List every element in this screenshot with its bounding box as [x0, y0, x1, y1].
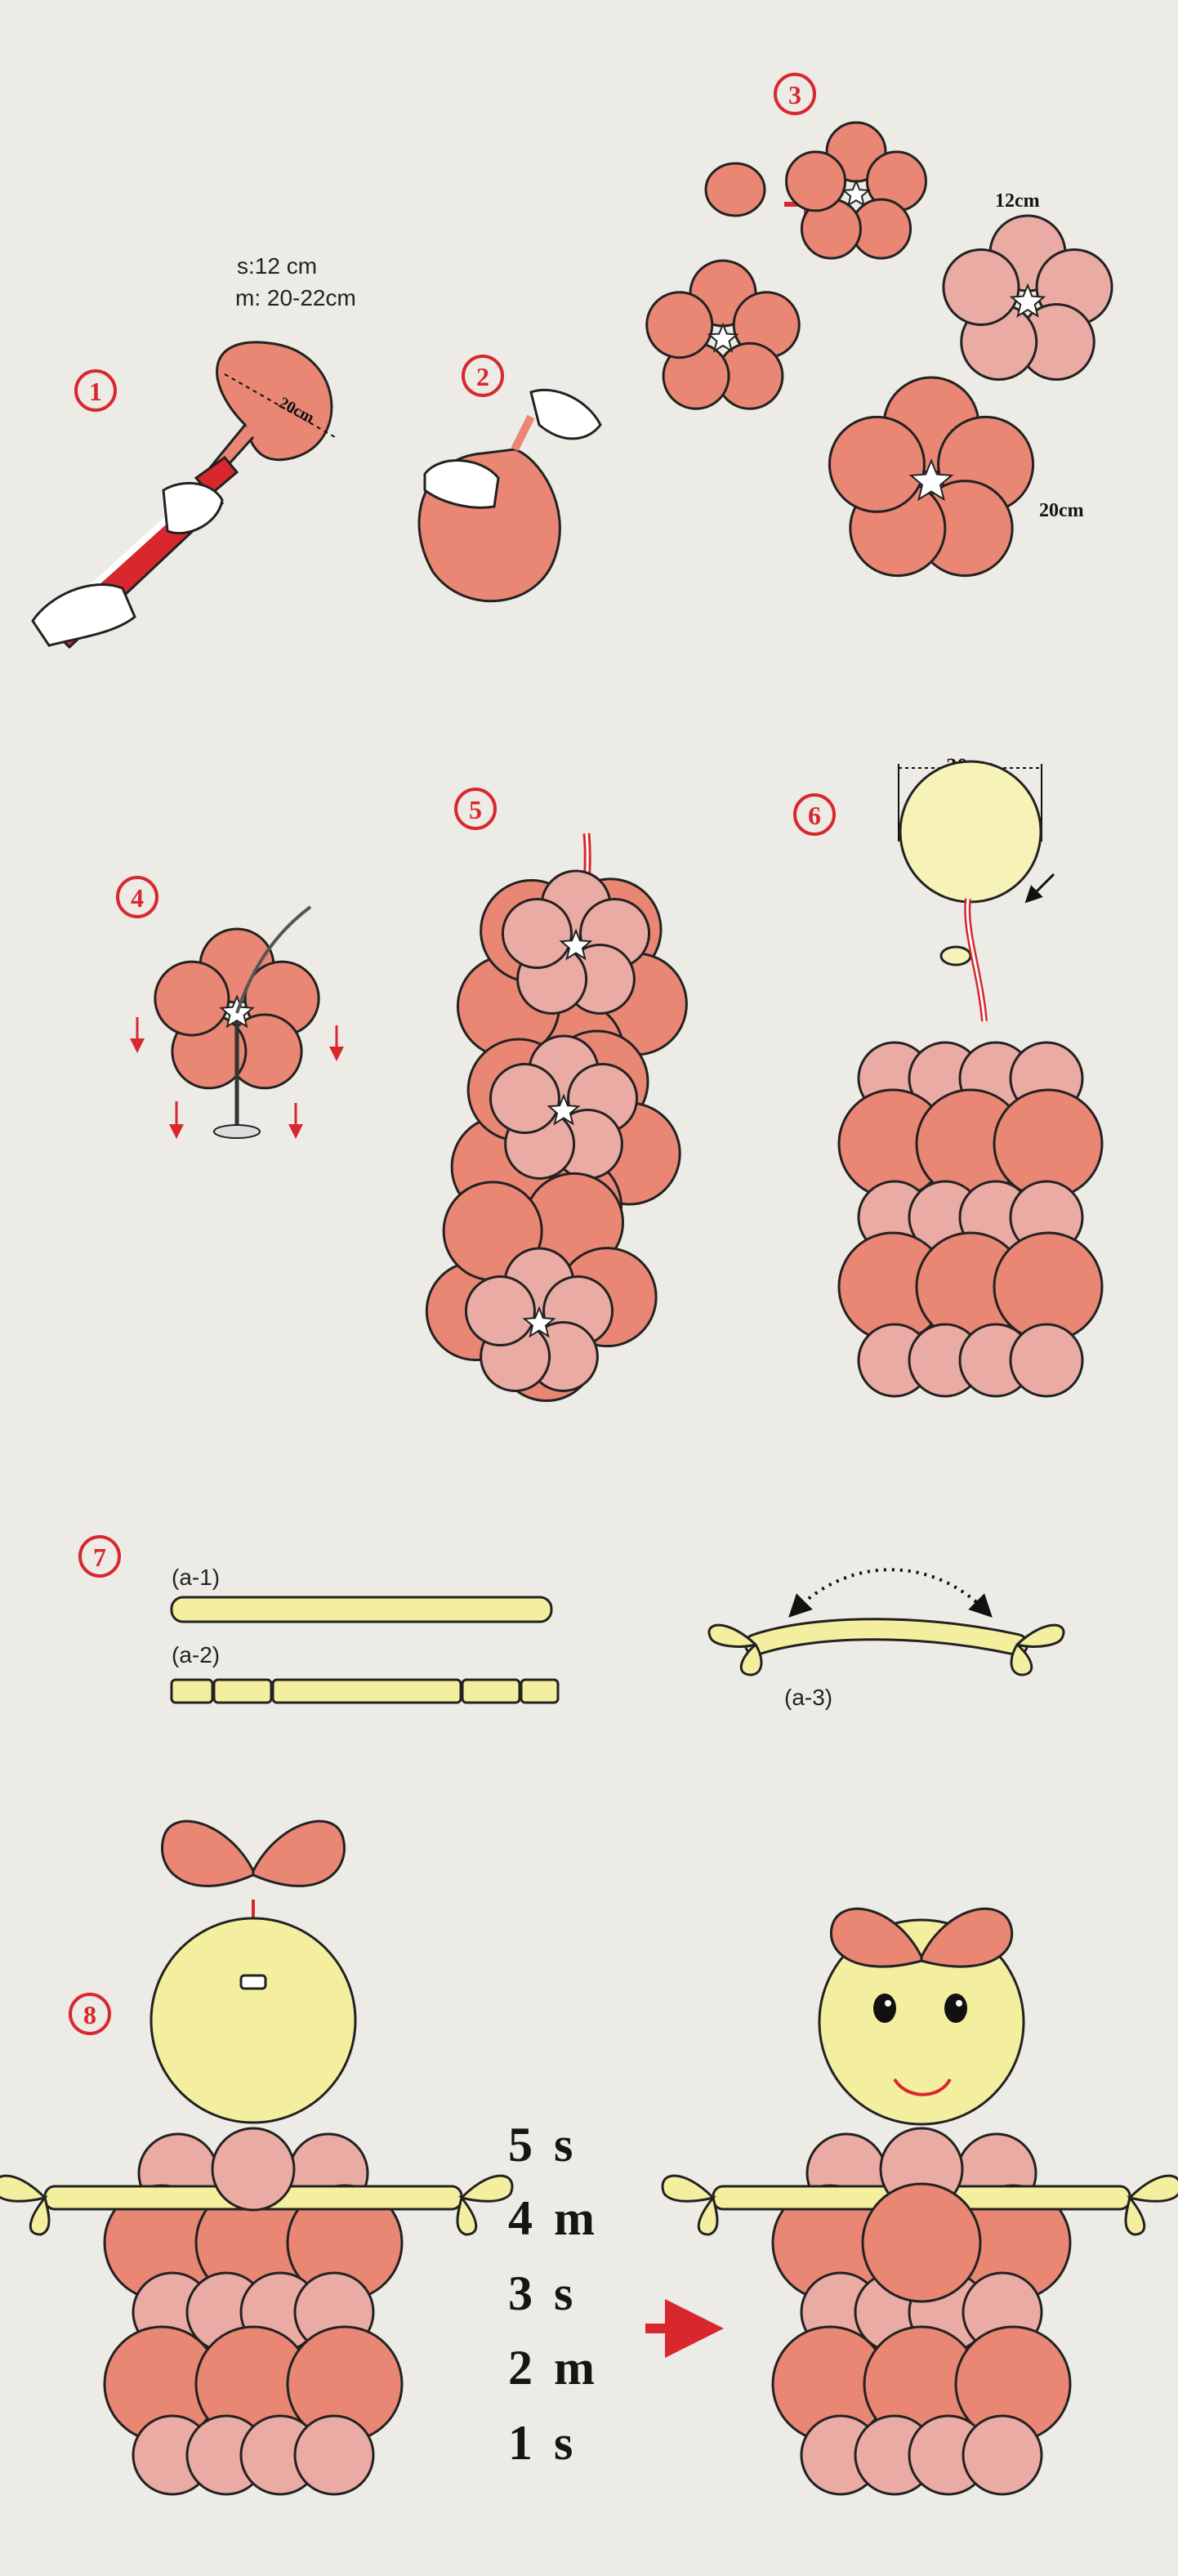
layer-5-number: 5 — [508, 2118, 533, 2172]
flower-size-label-large: 20cm — [1039, 500, 1084, 521]
petal-balloon — [785, 150, 847, 212]
head-balloon — [899, 760, 1042, 904]
label-a3: (a-3) — [784, 1685, 832, 1710]
flower-20cm — [828, 376, 1035, 578]
step-2-badge: 2 — [462, 355, 504, 397]
layer-1 — [800, 2414, 1043, 2496]
layer-1 — [132, 2414, 375, 2496]
step-4: 4 — [116, 876, 158, 918]
stack-row-4 — [837, 1231, 1104, 1342]
petal-balloon — [154, 960, 230, 1037]
star-clip-icon — [1009, 283, 1046, 318]
layer-2-size: m — [554, 2341, 595, 2395]
stick-cup — [213, 1124, 261, 1139]
step-3-number: 3 — [788, 80, 801, 109]
star-clip-icon — [707, 322, 739, 353]
star-clip-icon — [559, 928, 593, 961]
step-1: 1 s:12 cm m: 20-22cm 20cm — [31, 253, 356, 650]
smiley-face-icon — [818, 1918, 1025, 2126]
petal-balloon — [464, 1275, 536, 1347]
bow-balloon-icon — [829, 1908, 1014, 1968]
step-7-number: 7 — [93, 1542, 106, 1572]
long-balloon-a1 — [170, 1596, 553, 1623]
body-balloon — [962, 2414, 1043, 2496]
layer-3-size: s — [554, 2266, 573, 2320]
step-4-number: 4 — [131, 883, 144, 913]
column-flower-small-2 — [489, 1034, 639, 1180]
step-7-badge: 7 — [78, 1535, 121, 1578]
flower-5-balloons-left — [645, 259, 801, 410]
layer-2-number: 2 — [508, 2341, 533, 2395]
stack-row-2 — [837, 1088, 1104, 1199]
step-1-number: 1 — [89, 377, 102, 406]
inflating-balloon: 20cm — [206, 341, 336, 480]
layer-4-number: 4 — [508, 2191, 533, 2245]
layer-5-size: s — [554, 2118, 573, 2172]
bow-balloon-icon — [161, 1819, 346, 1887]
belly-balloon — [861, 2182, 982, 2303]
single-balloon — [704, 162, 766, 217]
step-2-number: 2 — [476, 362, 489, 391]
tied-balloon — [417, 414, 561, 603]
star-clip-icon — [908, 458, 954, 502]
label-a2: (a-2) — [172, 1642, 220, 1667]
flower-with-stick — [154, 927, 320, 1090]
step-8-number: 8 — [83, 2000, 96, 2029]
step-7: 7 (a-1) (a-2) (a-3) — [78, 1535, 1065, 1710]
step-2: 2 — [417, 355, 602, 603]
flower-size-label-small: 12cm — [995, 190, 1040, 212]
layer-1-size: s — [554, 2416, 573, 2470]
layer-1-number: 1 — [508, 2416, 533, 2470]
step-5: 5 — [454, 788, 497, 830]
step-5-number: 5 — [469, 795, 482, 824]
size-note-small: s:12 cm — [237, 253, 317, 279]
step-8: 8 5 s 4 m 3 s 2 m 1 s — [69, 1819, 1025, 2470]
flower-5-balloons-top — [785, 121, 927, 260]
layer-labels: 5 s 4 m 3 s 2 m 1 s — [508, 2118, 595, 2470]
step-8-badge: 8 — [69, 1993, 111, 2035]
petal-balloon — [828, 415, 926, 513]
petal-balloon — [501, 898, 573, 970]
neck-balloon — [211, 2127, 296, 2212]
step-1-badge: 1 — [74, 369, 117, 412]
petal-balloon — [489, 1063, 560, 1135]
balloon-stick — [235, 905, 312, 1014]
balloon-knot — [939, 945, 972, 967]
flower-12cm — [942, 214, 1113, 382]
star-clip-icon — [522, 1306, 556, 1338]
segmented-balloon-a2 — [170, 1678, 560, 1704]
layer-3-number: 3 — [508, 2266, 533, 2320]
step-6-badge: 6 — [793, 793, 836, 836]
arrow-icon — [1024, 873, 1055, 904]
layer-2 — [771, 2325, 1072, 2443]
layer-4-size: m — [554, 2191, 595, 2245]
star-clip-icon — [841, 179, 871, 208]
head-balloon-left — [149, 1917, 357, 2124]
column-flower-small-3 — [464, 1247, 614, 1392]
label-a1: (a-1) — [172, 1565, 220, 1590]
hand-icon — [31, 481, 224, 647]
step-3-badge: 3 — [774, 73, 816, 115]
size-note-medium: m: 20-22cm — [235, 285, 356, 310]
layer-4 — [103, 2184, 404, 2301]
stack-row-bottom — [857, 1323, 1084, 1398]
step-5-badge: 5 — [454, 788, 497, 830]
step-4-badge: 4 — [116, 876, 158, 918]
step-6: 6 30cm — [793, 754, 1055, 1022]
layer-2 — [103, 2325, 404, 2443]
column-flower-small-1 — [501, 869, 651, 1015]
hand-icon — [423, 388, 602, 509]
step-6-number: 6 — [808, 801, 821, 830]
arm-balloon-a3 — [707, 1568, 1065, 1676]
body-balloon — [293, 2414, 375, 2496]
generated-balloons — [0, 121, 1178, 2496]
petal-balloon — [942, 248, 1020, 326]
petal-balloon — [645, 291, 714, 359]
step-3: 3 12cm 20cm — [704, 73, 1084, 521]
body-balloon — [1009, 1323, 1084, 1398]
star-clip-icon — [547, 1093, 581, 1126]
